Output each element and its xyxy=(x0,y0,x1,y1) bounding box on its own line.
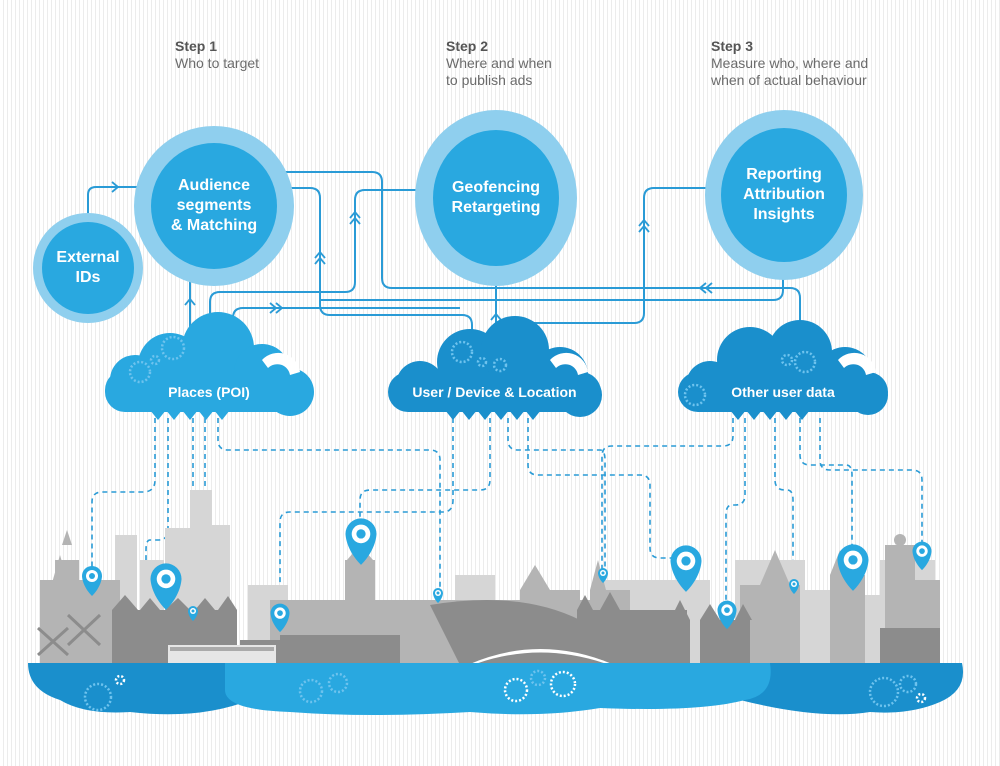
cloud-other-user-data-label: Other user data xyxy=(731,384,835,400)
gear-icon xyxy=(793,350,817,374)
step-1-desc-line-1: Who to target xyxy=(175,55,260,71)
bridge-left xyxy=(168,645,276,665)
step-3: Step 3 Measure who, where and when of ac… xyxy=(711,38,868,89)
location-pin-icon xyxy=(345,518,377,565)
gear-icon xyxy=(114,674,126,686)
circle-geofencing: Geofencing Retargeting xyxy=(415,110,577,286)
external-line-1: External xyxy=(56,249,120,266)
reporting-line-3: Insights xyxy=(753,206,815,223)
reporting-line-1: Reporting xyxy=(746,166,822,183)
connector-external-to-audience xyxy=(87,186,150,215)
location-pin-icon xyxy=(717,600,737,630)
step-2: Step 2 Where and when to publish ads xyxy=(446,38,552,89)
bridge-arch xyxy=(469,649,613,666)
gear-icon xyxy=(780,353,794,367)
gear-icon xyxy=(476,356,488,368)
connector-audience-to-reporting xyxy=(270,171,801,345)
gear-icon xyxy=(529,669,547,687)
gear-icon xyxy=(160,335,186,361)
location-pin-icon xyxy=(433,588,443,603)
location-pin-icon xyxy=(837,544,869,591)
gear-icon xyxy=(327,672,349,694)
location-pin-icon xyxy=(598,568,608,583)
location-pin-icon xyxy=(150,563,182,610)
step-1: Step 1 Who to target xyxy=(175,38,259,72)
cloud-other-user-data xyxy=(678,320,888,420)
connector-reporting-loop xyxy=(320,262,784,301)
external-line-2: IDs xyxy=(75,269,101,286)
location-pin-icon xyxy=(82,566,102,596)
gear-icon xyxy=(549,670,577,698)
step-2-desc-line-1: Where and when xyxy=(446,55,552,71)
connector-audience-to-user-device xyxy=(272,187,473,340)
audience-line-1: Audience xyxy=(177,177,250,194)
step-2-title: Step 2 xyxy=(446,38,489,54)
gear-icon xyxy=(683,383,707,407)
location-pin-icon xyxy=(912,541,932,571)
audience-line-3: & Matching xyxy=(170,217,258,234)
circle-audience-segments: Audience segments & Matching xyxy=(134,126,294,286)
location-pin-icon xyxy=(188,606,198,621)
geofencing-line-2: Retargeting xyxy=(451,199,541,216)
cloud-places-label: Places (POI) xyxy=(168,384,250,400)
gear-icon xyxy=(503,677,529,703)
double-arrow-left-icon xyxy=(698,282,713,294)
sun-gear-icon xyxy=(838,352,876,375)
double-arrow-up-icon xyxy=(638,218,650,233)
location-pin-icon xyxy=(270,603,290,633)
location-pin-icon xyxy=(789,579,799,594)
geofencing-line-1: Geofencing xyxy=(451,179,540,196)
double-arrow-right-icon xyxy=(269,302,284,314)
gear-icon xyxy=(898,674,918,694)
location-pin-icon xyxy=(670,545,702,592)
cloud-user-device-label: User / Device & Location xyxy=(412,384,577,400)
reporting-line-2: Attribution xyxy=(743,186,825,203)
arrow-right-icon xyxy=(111,181,120,193)
audience-line-2: segments xyxy=(176,197,252,214)
gear-icon xyxy=(915,692,927,704)
cloud-user-device xyxy=(388,316,602,420)
arrow-up-icon xyxy=(490,312,502,321)
circle-reporting: Reporting Attribution Insights xyxy=(705,110,863,280)
double-arrow-up-icon xyxy=(349,210,361,225)
circle-external-ids: External IDs xyxy=(33,213,143,323)
sun-gear-icon xyxy=(262,352,300,375)
arrow-up-icon xyxy=(184,297,196,306)
gear-icon xyxy=(128,360,152,384)
gear-icon xyxy=(298,678,324,704)
step-3-desc-line-1: Measure who, where and xyxy=(711,55,869,71)
gear-icon xyxy=(450,340,474,364)
step-2-desc-line-2: to publish ads xyxy=(446,72,533,88)
step-1-title: Step 1 xyxy=(175,38,218,54)
windmills xyxy=(36,613,102,657)
gear-icon xyxy=(492,357,508,373)
gear-icon xyxy=(149,354,161,366)
sun-gear-icon xyxy=(550,352,588,375)
connector-places-to-geofencing xyxy=(209,189,418,345)
gear-icon xyxy=(868,676,900,708)
gear-icon xyxy=(83,682,113,712)
step-3-desc-line-2: when of actual behaviour xyxy=(711,72,867,88)
double-arrow-up-icon xyxy=(314,250,326,265)
step-3-title: Step 3 xyxy=(711,38,754,54)
